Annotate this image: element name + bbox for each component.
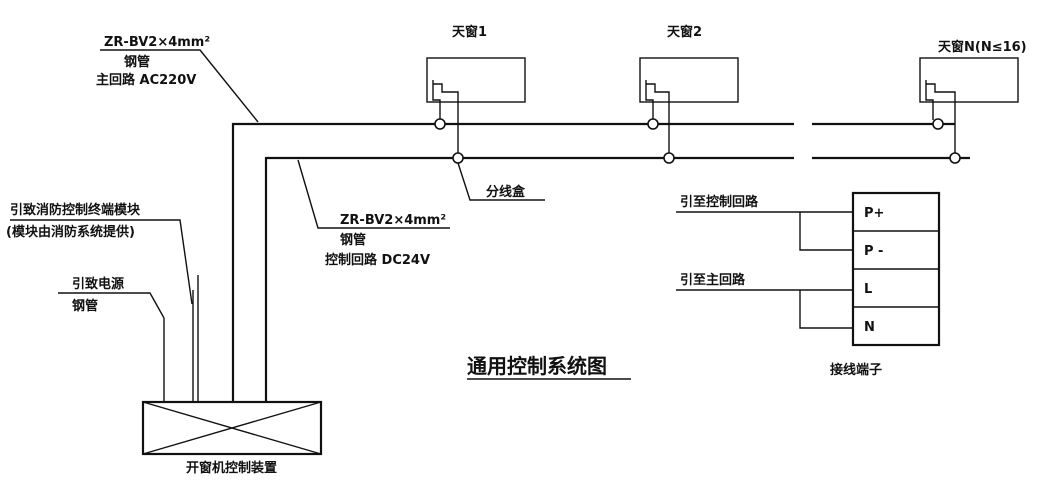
skylight-lead-b-2 <box>646 83 670 158</box>
window-opener-controller: 开窗机控制装置 <box>141 400 323 476</box>
junction-box-main-1 <box>434 118 446 130</box>
skylight-label-n: 天窗N(N≤16) <box>938 39 1027 55</box>
power-label-2: 钢管 <box>72 298 98 314</box>
diagram-title: 通用控制系统图 <box>467 354 607 378</box>
junction-box-control-n <box>949 152 961 164</box>
skylight-label-2: 天窗2 <box>667 24 702 40</box>
skylight-unit-2: 天窗2 <box>639 24 739 158</box>
control-circuit-desc: 控制回路 DC24V <box>325 252 430 268</box>
main-circuit-cable-spec: ZR-BV2×4mm² <box>104 35 210 50</box>
skylight-unit-1: 天窗1 <box>426 24 526 158</box>
main-circuit-leader <box>100 49 259 123</box>
controller-label: 开窗机控制装置 <box>186 460 277 476</box>
skylight-lead-b-n <box>926 83 956 158</box>
control-circuit-leader <box>297 159 450 229</box>
fire-module-label-1: 引致消防控制终端模块 <box>10 202 141 218</box>
to-control-circuit-label: 引至控制回路 <box>680 194 759 210</box>
control-circuit-conduit-type: 钢管 <box>340 232 366 248</box>
junction-box-control-1 <box>452 152 464 164</box>
terminal-p-plus: P+ <box>864 206 884 221</box>
fire-module-leader <box>10 219 193 305</box>
main-circuit-desc: 主回路 AC220V <box>96 72 196 88</box>
to-control-wire-bottom <box>799 212 853 251</box>
junction-box-leader <box>457 162 545 201</box>
skylight-lead-a-1 <box>432 80 441 120</box>
controller-box <box>141 400 323 456</box>
skylight-lead-a-2 <box>645 80 654 120</box>
to-main-circuit-label: 引至主回路 <box>680 272 746 288</box>
control-circuit-cable-spec: ZR-BV2×4mm² <box>340 213 446 228</box>
junction-box-main-n <box>932 118 944 130</box>
junction-box-control-2 <box>663 152 675 164</box>
main-circuit-conduit <box>231 122 794 402</box>
junction-box-label: 分线盒 <box>486 184 526 200</box>
power-label-1: 引致电源 <box>72 276 124 292</box>
controller-cross-b <box>142 401 322 455</box>
terminal-n: N <box>864 320 875 335</box>
to-main-wire-bottom <box>799 290 853 329</box>
skylight-lead-b-1 <box>433 83 459 158</box>
skylight-lead-a-n <box>925 80 934 120</box>
power-leader <box>58 292 165 319</box>
skylight-box-1 <box>426 57 526 103</box>
skylight-label-1: 天窗1 <box>452 24 487 40</box>
terminal-l: L <box>864 282 872 297</box>
main-circuit-conduit-type: 钢管 <box>124 54 150 70</box>
skylight-unit-n: 天窗N(N≤16) <box>919 39 1027 158</box>
skylight-box-2 <box>639 57 739 103</box>
control-circuit-conduit <box>264 156 794 402</box>
terminal-block-label: 接线端子 <box>830 362 882 378</box>
terminal-block: P+ P - L N 接线端子 <box>830 191 941 378</box>
terminal-p-minus: P - <box>864 244 883 259</box>
skylight-box-n <box>919 57 1019 103</box>
junction-box-main-2 <box>647 118 659 130</box>
fire-module-label-2: (模块由消防系统提供) <box>6 224 135 240</box>
